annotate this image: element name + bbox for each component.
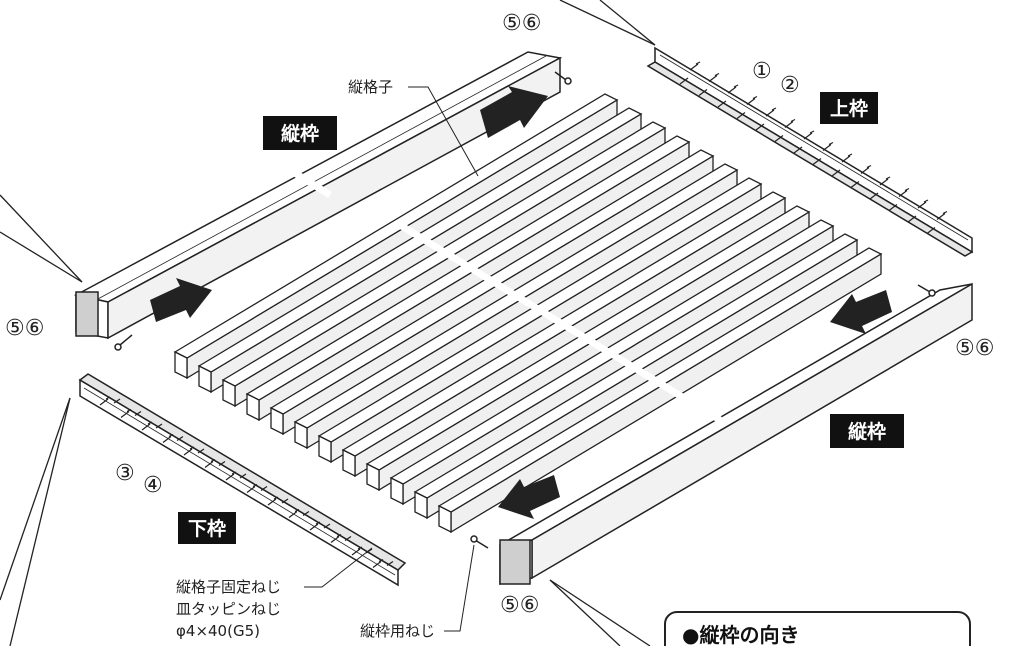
screw-icon	[99, 396, 121, 406]
direction-arrows	[150, 86, 892, 519]
screw-icon	[183, 446, 205, 456]
screw-icon	[755, 107, 777, 131]
screw-icon	[888, 187, 910, 211]
bottom-frame-screws	[99, 396, 394, 568]
step-number-5-6-bottom: ⑤⑥	[500, 593, 539, 618]
screw-icon	[831, 153, 853, 177]
tag-right-side-frame: 縦枠	[830, 414, 904, 448]
frame-screws	[114, 71, 936, 549]
pointer-lines	[0, 0, 656, 646]
screw-icon	[162, 433, 184, 443]
top-frame-screws	[679, 61, 948, 234]
lattice-bars	[173, 93, 883, 534]
tag-top-frame: 上枠	[820, 92, 878, 124]
screw-icon	[120, 408, 142, 418]
step-number-5-6-top: ⑤⑥	[502, 11, 541, 36]
screw-icon	[812, 141, 834, 165]
screw-icon	[736, 95, 758, 119]
screw-icon	[141, 421, 163, 431]
screw-icon	[372, 558, 394, 568]
step-number-5-6-right: ⑤⑥	[955, 336, 994, 361]
screw-icon	[288, 508, 310, 518]
svg-text:縦格子: 縦格子	[348, 78, 393, 96]
svg-text:φ4×40(G5): φ4×40(G5)	[176, 622, 260, 640]
screw-icon	[793, 130, 815, 154]
screw-icon	[717, 84, 739, 108]
step-number-3: ③	[115, 461, 135, 486]
screw-icon	[926, 210, 948, 234]
step-number-1: ①	[752, 59, 772, 84]
svg-text:皿タッピンねじ: 皿タッピンねじ	[176, 600, 281, 618]
svg-text:縦格子固定ねじ: 縦格子固定ねじ	[176, 578, 281, 596]
screw-icon	[309, 521, 331, 531]
screw-icon	[246, 483, 268, 493]
svg-text:下枠: 下枠	[188, 517, 226, 540]
screw-icon	[267, 496, 289, 506]
note-box: ●縦枠の向き	[664, 611, 971, 646]
tag-bottom-frame: 下枠	[178, 512, 236, 544]
step-number-4: ④	[143, 473, 163, 498]
left-side-frame	[73, 51, 563, 340]
screw-icon	[869, 176, 891, 200]
right-side-frame	[499, 282, 973, 585]
svg-text:縦枠: 縦枠	[281, 122, 319, 145]
step-number-2: ②	[780, 73, 800, 98]
screw-icon	[698, 72, 720, 96]
callout-frame-screw: 縦枠用ねじ	[360, 544, 475, 640]
screw-icon	[225, 471, 247, 481]
screw-icon	[850, 164, 872, 188]
screw-icon	[204, 458, 226, 468]
callout-lattice: 縦格子	[348, 78, 479, 177]
screw-icon	[330, 533, 352, 543]
step-number-5-6-left: ⑤⑥	[5, 316, 44, 341]
bottom-frame	[78, 373, 407, 587]
svg-text:縦枠用ねじ: 縦枠用ねじ	[360, 622, 435, 640]
svg-text:縦枠: 縦枠	[848, 420, 886, 443]
screw-icon	[907, 199, 929, 223]
screw-icon	[679, 61, 701, 85]
svg-text:上枠: 上枠	[830, 97, 868, 120]
callout-lattice-screw: 縦格子固定ねじ 皿タッピンねじ φ4×40(G5)	[176, 547, 373, 640]
break-marks	[288, 167, 722, 423]
tag-left-side-frame: 縦枠	[263, 116, 337, 150]
top-frame	[646, 46, 974, 257]
svg-text:●縦枠の向き: ●縦枠の向き	[682, 623, 799, 646]
screw-icon	[774, 118, 796, 142]
